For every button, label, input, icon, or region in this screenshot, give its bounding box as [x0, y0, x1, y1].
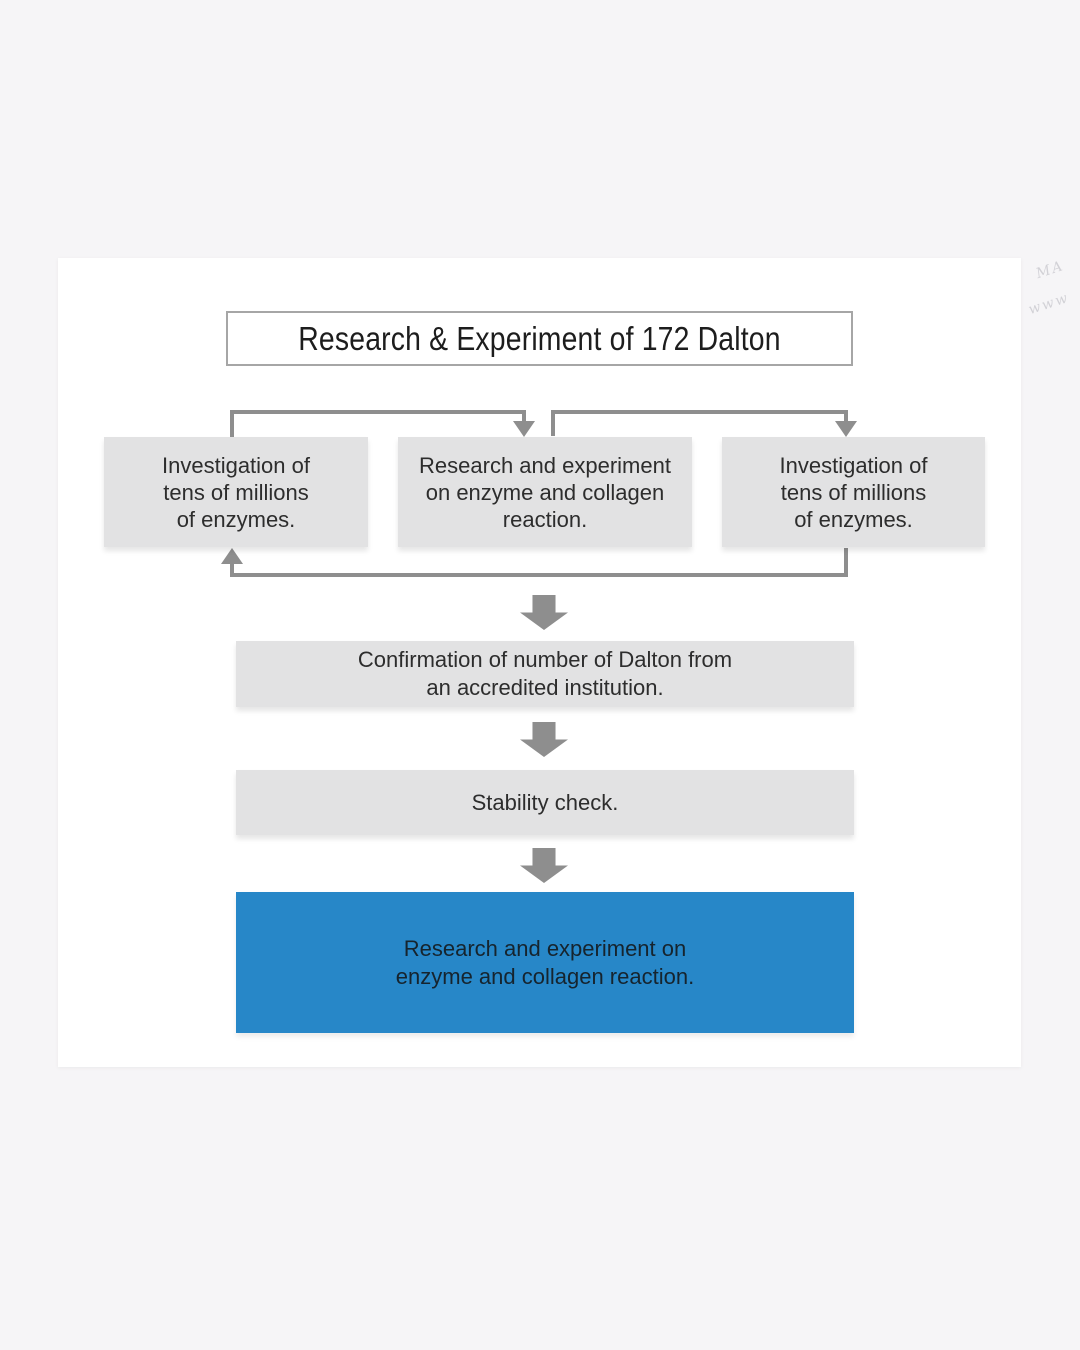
- step-research-middle: Research and experiment on enzyme and co…: [398, 437, 692, 547]
- step-investigation-right: Investigation of tens of millions of enz…: [722, 437, 985, 547]
- connector-segment: [230, 410, 234, 438]
- step-label: Stability check.: [471, 789, 619, 815]
- arrowhead-down-icon: [835, 421, 857, 437]
- connector-segment: [230, 573, 848, 577]
- connector-segment: [522, 410, 526, 424]
- arrowhead-down-icon: [513, 421, 535, 437]
- diagram-title: Research & Experiment of 172 Dalton: [298, 319, 781, 357]
- step-investigation-left: Investigation of tens of millions of enz…: [104, 437, 368, 547]
- connector-segment: [230, 561, 234, 577]
- step-label: Research and experiment on enzyme and co…: [419, 452, 671, 532]
- connector-segment: [844, 548, 848, 577]
- connector-segment: [230, 410, 526, 414]
- diagram-title-box: Research & Experiment of 172 Dalton: [226, 311, 853, 366]
- connector-segment: [551, 410, 555, 436]
- scribble-decoration-1: MA: [1034, 257, 1067, 283]
- step-label: Confirmation of number of Dalton from an…: [357, 647, 733, 700]
- scribble-decoration-2: www: [1026, 289, 1072, 319]
- step-final-research-highlighted: Research and experiment on enzyme and co…: [236, 892, 854, 1033]
- connector-segment: [551, 410, 848, 414]
- step-confirmation: Confirmation of number of Dalton from an…: [236, 641, 854, 707]
- step-stability-check: Stability check.: [236, 770, 854, 835]
- step-label: Research and experiment on enzyme and co…: [395, 935, 695, 989]
- step-label: Investigation of tens of millions of enz…: [162, 452, 310, 532]
- step-label: Investigation of tens of millions of enz…: [779, 452, 928, 532]
- arrowhead-up-icon: [221, 548, 243, 564]
- connector-segment: [844, 410, 848, 424]
